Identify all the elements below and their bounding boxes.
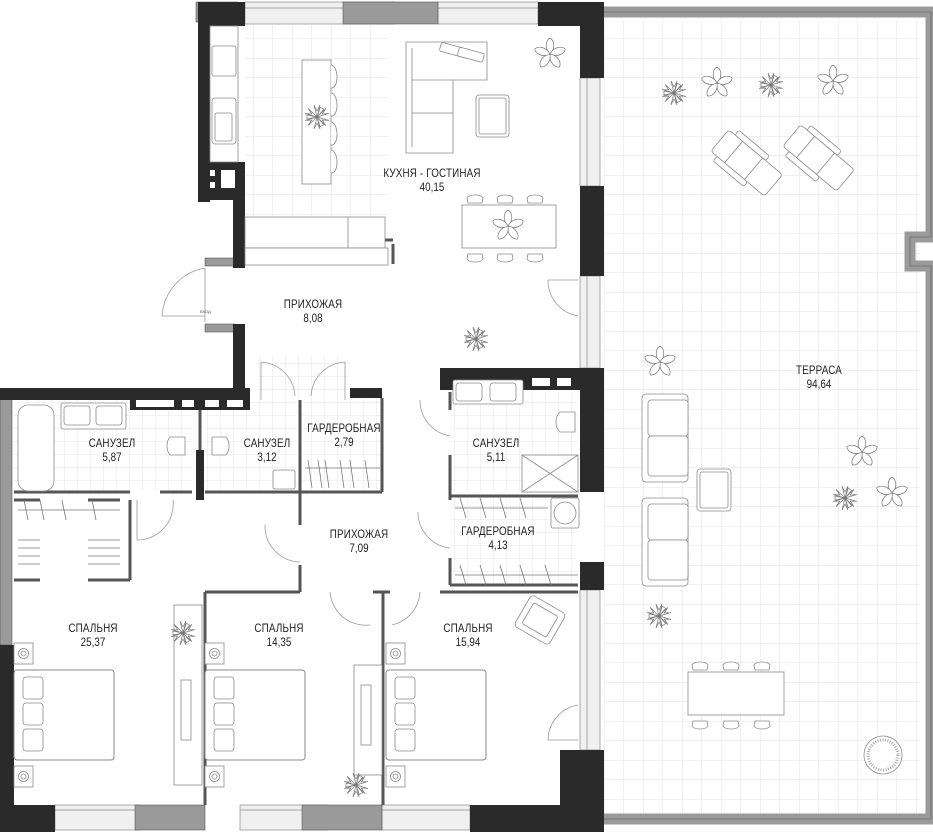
room-name: САНУЗЕЛ <box>88 436 136 450</box>
room-area: 8,08 <box>303 310 323 325</box>
terrace <box>600 6 933 825</box>
room-name: ГАРДЕРОБНАЯ <box>307 421 381 435</box>
room-area: 5,11 <box>486 449 506 464</box>
room-name: КУХНЯ - ГОСТИНАЯ <box>383 166 481 180</box>
room-name: ПРИХОЖАЯ <box>329 527 389 541</box>
room-label-hallway-2: ПРИХОЖАЯ 7,09 <box>323 527 394 556</box>
room-label-bedroom-1: СПАЛЬНЯ 25,37 <box>63 621 123 650</box>
room-label-hallway-1: ПРИХОЖАЯ 8,08 <box>277 297 348 326</box>
room-label-terrace: ТЕРРАСА 94,64 <box>791 363 847 392</box>
doors <box>136 267 579 741</box>
room-label-wardrobe-1: ГАРДЕРОБНАЯ 2,79 <box>299 421 389 450</box>
room-area: 3,12 <box>257 449 277 464</box>
svg-text:ВХОД: ВХОД <box>200 309 211 314</box>
room-area: 5,87 <box>102 449 122 464</box>
room-name: САНУЗЕЛ <box>472 436 520 450</box>
room-name: СПАЛЬНЯ <box>443 621 493 635</box>
room-name: ТЕРРАСА <box>796 363 842 377</box>
room-area: 40,15 <box>419 179 445 194</box>
room-area: 15,94 <box>455 634 481 649</box>
room-label-bathroom-1: САНУЗЕЛ 5,87 <box>84 436 141 465</box>
bathroom-fixtures <box>17 379 580 529</box>
room-area: 2,79 <box>334 434 354 449</box>
room-name: САНУЗЕЛ <box>243 436 291 450</box>
room-name: ПРИХОЖАЯ <box>283 297 343 311</box>
room-area: 94,64 <box>806 376 832 391</box>
room-label-bedroom-3: СПАЛЬНЯ 15,94 <box>438 621 498 650</box>
room-area: 4,13 <box>488 537 508 552</box>
room-name: ГАРДЕРОБНАЯ <box>461 524 535 538</box>
room-label-bedroom-2: СПАЛЬНЯ 14,35 <box>249 621 309 650</box>
room-area: 14,35 <box>266 634 292 649</box>
room-area: 25,37 <box>80 634 106 649</box>
room-label-bathroom-2: САНУЗЕЛ 3,12 <box>239 436 296 465</box>
kitchen-furniture <box>209 25 557 266</box>
room-label-wardrobe-2: ГАРДЕРОБНАЯ 4,13 <box>453 524 543 553</box>
room-name: СПАЛЬНЯ <box>254 621 304 635</box>
room-label-bathroom-3: САНУЗЕЛ 5,11 <box>468 436 525 465</box>
room-label-kitchen-living: КУХНЯ - ГОСТИНАЯ 40,15 <box>373 166 492 195</box>
room-area: 7,09 <box>349 540 369 555</box>
bearing-walls <box>0 2 604 832</box>
room-name: СПАЛЬНЯ <box>68 621 118 635</box>
